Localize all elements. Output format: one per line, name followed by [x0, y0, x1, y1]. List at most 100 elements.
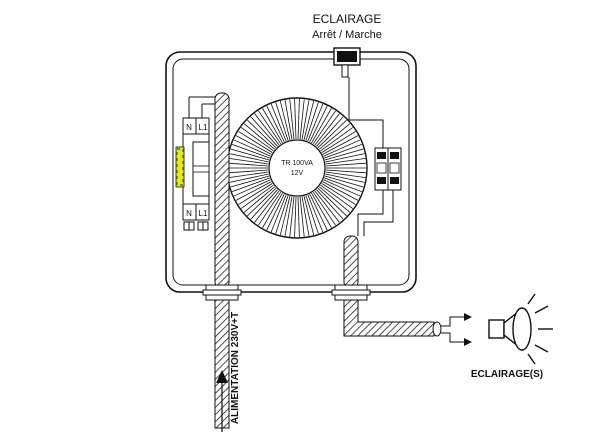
- toroid-winding-line: [254, 113, 280, 146]
- supply-label: ALIMENTATION 230V+T: [230, 312, 241, 424]
- toroid-winding-line: [324, 175, 364, 188]
- toroid-winding-line: [309, 193, 328, 231]
- toroid-winding-line: [275, 102, 289, 141]
- output-cable: [343, 235, 442, 337]
- toroidal-transformer: [226, 97, 368, 239]
- toroid-winding-line: [240, 127, 274, 152]
- toroid-winding-line: [314, 113, 340, 146]
- toroid-winding-line: [233, 179, 271, 197]
- breaker-top-l1: L1: [199, 123, 208, 132]
- cable-gland-right: [331, 284, 371, 301]
- toroid-winding-line: [320, 127, 354, 152]
- toroid-winding-line: [289, 196, 295, 237]
- supply-arrow: [216, 370, 228, 432]
- toroid-winding-line: [238, 131, 273, 153]
- toroid-winding-line: [250, 189, 278, 220]
- transformer-rating: TR 100VA: [281, 160, 313, 167]
- toroid-winding-line: [247, 119, 277, 149]
- toroid-winding-line: [318, 123, 351, 150]
- toroid-winding-line: [305, 102, 319, 141]
- toroid-winding-line: [316, 116, 344, 147]
- toroid-winding-line: [301, 196, 310, 237]
- output-label: ECLAIRAGE(S): [471, 369, 543, 380]
- toroid-winding-line: [324, 148, 364, 161]
- toroid-winding-line: [301, 99, 310, 140]
- toroid-winding-line: [303, 100, 315, 140]
- toroid-winding-line: [235, 135, 272, 155]
- toroid-winding-line: [321, 131, 356, 153]
- switch-title: ECLAIRAGE: [313, 12, 382, 26]
- toroid-winding-line: [309, 105, 328, 143]
- toroid-winding-line: [279, 100, 291, 140]
- circuit-breaker: [175, 96, 215, 231]
- toroid-winding-line: [258, 110, 282, 145]
- toroid-winding-line: [243, 123, 276, 150]
- toroid-winding-line: [270, 103, 287, 142]
- cable-gland-left: [202, 284, 242, 301]
- toroid-winding-line: [243, 186, 276, 213]
- toroid-winding-line: [307, 194, 324, 233]
- toroid-winding-line: [325, 171, 366, 178]
- toroid-winding-line: [229, 173, 269, 183]
- toroid-winding-line: [233, 139, 271, 157]
- toroid-winding-line: [323, 139, 361, 157]
- toroid-winding-line: [307, 103, 324, 142]
- toroid-winding-line: [230, 175, 270, 188]
- toroid-winding-line: [289, 99, 295, 140]
- lamp-icon: [488, 293, 553, 365]
- toroid-winding-line: [235, 181, 272, 201]
- toroid-winding-line: [311, 192, 332, 228]
- toroid-winding-line: [324, 144, 362, 159]
- supply-cable: [214, 92, 230, 429]
- toroid-winding-line: [312, 110, 336, 145]
- toroid-winding-line: [262, 192, 283, 228]
- toroid-winding-line: [228, 169, 269, 174]
- toroid-winding-line: [284, 196, 293, 237]
- breaker-bottom-l1: L1: [199, 209, 208, 218]
- toroid-winding-line: [266, 193, 285, 231]
- toroid-winding-line: [320, 184, 354, 209]
- toroid-winding-line: [240, 184, 274, 209]
- toroid-winding-line: [232, 177, 270, 192]
- toroid-winding-line: [284, 99, 293, 140]
- toroid-winding-line: [279, 196, 291, 236]
- toroid-winding-line: [275, 195, 289, 234]
- toroid-winding-line: [325, 162, 366, 167]
- toroid-winding-line: [297, 196, 300, 237]
- output-wires: [441, 313, 472, 346]
- toroid-winding-line: [299, 99, 305, 140]
- toroid-winding-line: [254, 190, 280, 223]
- toroid-winding-line: [322, 135, 359, 155]
- toroid-winding-line: [317, 187, 347, 217]
- toroid-winding-line: [325, 153, 365, 163]
- toroid-winding-line: [228, 171, 269, 178]
- toroid-winding-line: [238, 183, 273, 205]
- toroid-winding-line: [325, 169, 366, 174]
- toroid-winding-line: [314, 190, 340, 223]
- toroid-winding-line: [322, 181, 359, 201]
- switch-rocker: [333, 47, 361, 78]
- toroid-winding-line: [229, 153, 269, 163]
- toroid-winding-line: [321, 183, 356, 205]
- terminal-block: [348, 77, 402, 236]
- toroid-winding-line: [270, 194, 287, 233]
- toroid-winding-line: [250, 116, 278, 147]
- breaker-top-n: N: [186, 123, 192, 132]
- toroid-winding-line: [312, 191, 336, 226]
- transformer-voltage: 12V: [291, 170, 304, 177]
- toroid-winding-line: [247, 187, 277, 217]
- toroid-winding-line: [294, 196, 297, 237]
- toroid-winding-line: [325, 158, 366, 165]
- toroid-winding-line: [299, 196, 305, 237]
- toroid-winding-line: [262, 108, 283, 144]
- switch-subtitle: Arrêt / Marche: [312, 29, 382, 41]
- toroid-winding-line: [316, 189, 344, 220]
- toroid-winding-line: [228, 158, 269, 165]
- toroid-winding-line: [258, 191, 282, 226]
- toroid-winding-line: [325, 173, 365, 183]
- toroid-winding-line: [311, 108, 332, 144]
- toroid-winding-line: [324, 177, 362, 192]
- toroid-winding-line: [305, 195, 319, 234]
- toroid-winding-line: [228, 162, 269, 167]
